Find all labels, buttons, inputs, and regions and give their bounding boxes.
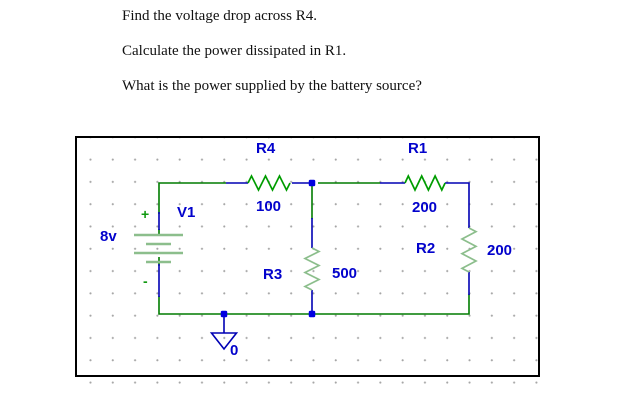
- question-line-1: Find the voltage drop across R4.: [122, 8, 317, 24]
- junction-dots: [220, 179, 316, 318]
- schematic-page-border: [75, 136, 540, 377]
- resistors-bright-green: [247, 174, 446, 192]
- question-line-3: What is the power supplied by the batter…: [122, 78, 422, 94]
- junction-dot-ground: [220, 310, 228, 318]
- battery-value-label: 8v: [100, 228, 117, 245]
- r1-right-pin-corner: [445, 182, 470, 228]
- r4-name-label: R4: [256, 140, 276, 157]
- battery-minus-sign: -: [143, 273, 148, 289]
- r2-value-label: 200: [487, 242, 513, 259]
- r3-name-label: R3: [263, 266, 283, 283]
- symbols-pale-green: [134, 227, 478, 291]
- r2-resistor-symbol: [460, 227, 478, 273]
- r1-name-label: R1: [408, 140, 428, 157]
- junction-dot-bottom-center: [308, 310, 316, 318]
- r4-value-label: 100: [256, 198, 282, 215]
- battery-plus-sign: +: [141, 206, 150, 222]
- junction-dot-top-center: [308, 179, 316, 187]
- ground-triangle-icon: [209, 332, 239, 351]
- circuit-graphics: [134, 174, 478, 351]
- ground-node-label: 0: [230, 342, 239, 359]
- r1-resistor-symbol: [404, 174, 446, 192]
- battery-name-label: V1: [177, 204, 196, 221]
- r1-value-label: 200: [412, 199, 438, 216]
- r3-resistor-symbol: [303, 247, 321, 291]
- wire-battery-top-to-r4: [158, 182, 226, 214]
- r4-resistor-symbol: [247, 174, 291, 192]
- question-line-2: Calculate the power dissipated in R1.: [122, 43, 347, 59]
- r3-value-label: 500: [332, 265, 358, 282]
- r2-name-label: R2: [416, 240, 436, 257]
